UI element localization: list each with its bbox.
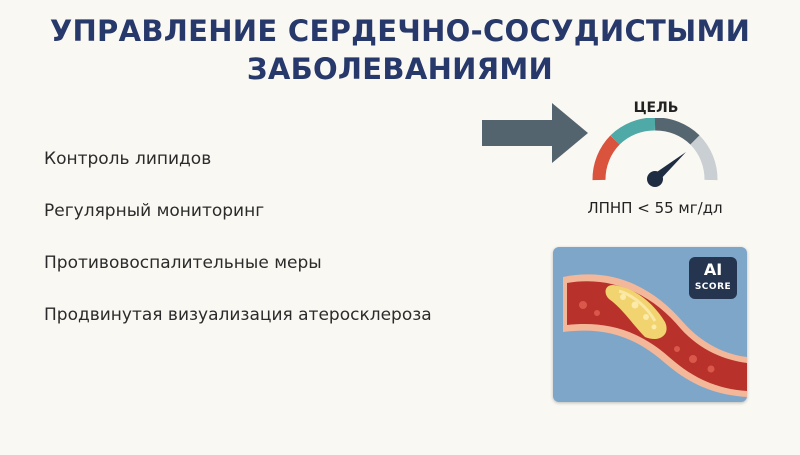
artery-plaque-icon <box>563 274 747 397</box>
arrow-right-icon <box>482 103 588 163</box>
bullet-item-lipid-control: Контроль липидов <box>44 149 212 169</box>
slide-title-line-2: ЗАБОЛЕВАНИЯМИ <box>246 52 554 86</box>
artery-illustration: AI SCORE <box>553 247 747 402</box>
gauge-segment-red <box>592 135 620 181</box>
slide-title: УПРАВЛЕНИЕ СЕРДЕЧНО-СОСУДИСТЫМИ ЗАБОЛЕВА… <box>0 12 800 88</box>
score-badge-label: SCORE <box>694 282 732 292</box>
gauge-hub <box>647 171 663 187</box>
bullet-item-monitoring: Регулярный мониторинг <box>44 201 265 221</box>
ldl-gauge-icon <box>592 118 718 187</box>
gauge-target-label: ЦЕЛЬ <box>633 100 679 116</box>
gauge-segment-teal <box>610 118 656 145</box>
gauge-segment-grey <box>690 135 718 181</box>
ai-badge-label: AI <box>703 260 723 279</box>
slide-title-line-1: УПРАВЛЕНИЕ СЕРДЕЧНО-СОСУДИСТЫМИ <box>49 14 751 48</box>
gauge-caption: ЛПНП < 55 мг/дл <box>587 199 723 217</box>
gauge-segment-dark <box>654 118 700 145</box>
bullet-item-imaging: Продвинутая визуализация атеросклероза <box>44 305 432 325</box>
bullet-item-anti-inflammatory: Противовоспалительные меры <box>44 253 322 273</box>
ai-score-badge: AI SCORE <box>689 257 737 299</box>
bullet-list: Контроль липидов Регулярный мониторинг П… <box>44 146 432 354</box>
